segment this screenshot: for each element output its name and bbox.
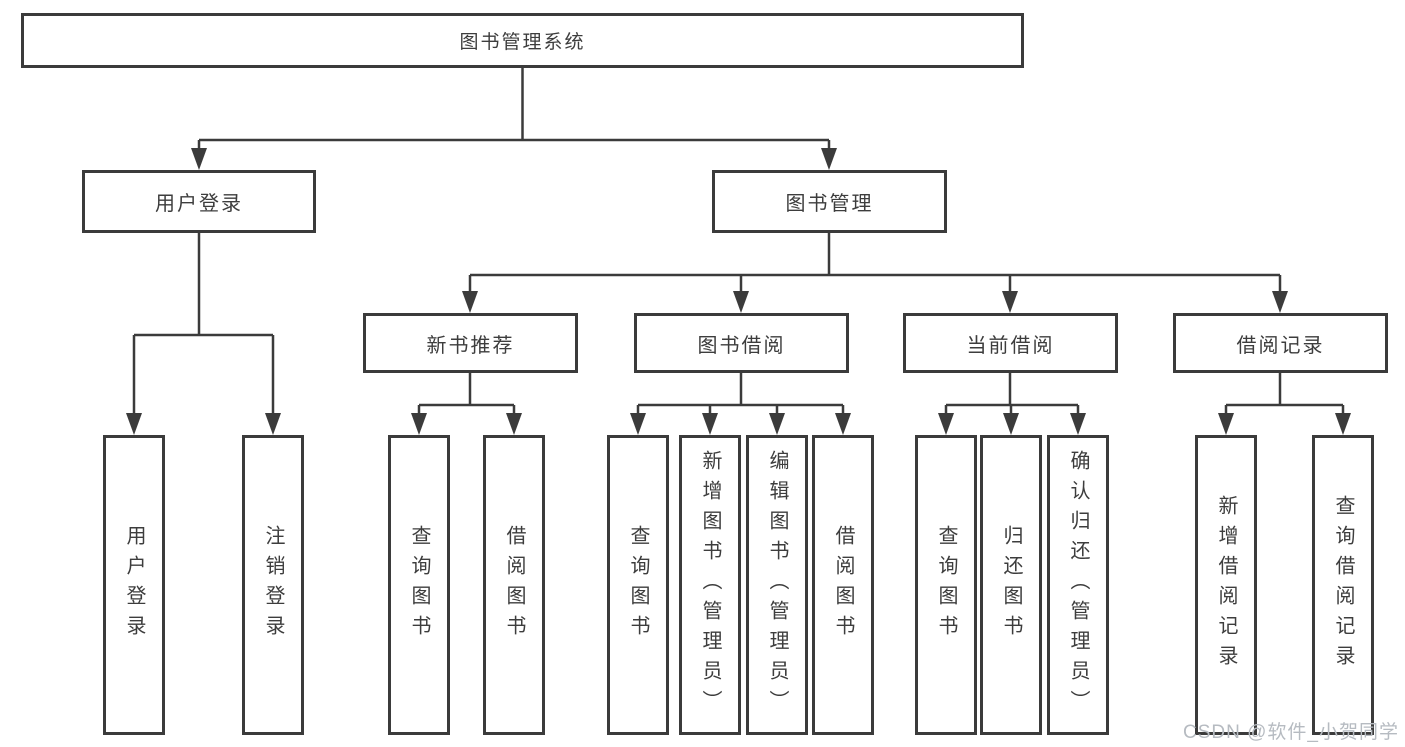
watermark-csdn: CSDN @软件_小贺同学 xyxy=(1183,722,1399,743)
branch-lines xyxy=(132,68,1345,415)
leaf-cb-query-books: 查询图书 xyxy=(915,435,977,735)
arrow-down-icon xyxy=(411,413,427,435)
arrow-down-icon xyxy=(1070,413,1086,435)
arrow-down-icon xyxy=(630,413,646,435)
arrow-down-icon xyxy=(265,413,281,435)
branch-user-login xyxy=(132,233,275,415)
arrow-down-icon xyxy=(938,413,954,435)
leaf-label: 借阅图书 xyxy=(832,525,854,645)
node-current-borrow: 当前借阅 xyxy=(903,313,1118,373)
leaf-bb-query-books: 查询图书 xyxy=(607,435,669,735)
node-label: 图书管理 xyxy=(785,193,874,215)
node-book-borrow: 图书借阅 xyxy=(634,313,849,373)
leaf-label: 编辑图书（管理员） xyxy=(766,450,788,720)
node-label: 图书管理系统 xyxy=(459,32,586,53)
leaf-label: 借阅图书 xyxy=(503,525,525,645)
arrow-down-icon xyxy=(1335,413,1351,435)
branch-borrow-records xyxy=(1224,373,1345,415)
leaf-br-add-record: 新增借阅记录 xyxy=(1195,435,1257,735)
leaf-logout: 注销登录 xyxy=(242,435,304,735)
arrow-down-icon xyxy=(769,413,785,435)
leaf-label: 新增图书（管理员） xyxy=(699,450,721,720)
node-label: 新书推荐 xyxy=(426,334,515,357)
node-label: 当前借阅 xyxy=(966,334,1055,357)
leaf-bb-add-books-admin: 新增图书（管理员） xyxy=(679,435,741,735)
leaf-cb-confirm-return-admin: 确认归还（管理员） xyxy=(1047,435,1109,735)
node-label: 图书借阅 xyxy=(697,334,786,357)
leaf-nb-query-books: 查询图书 xyxy=(388,435,450,735)
leaf-label: 查询图书 xyxy=(627,525,649,645)
branch-book-mgmt xyxy=(468,233,1282,293)
leaf-label: 归还图书 xyxy=(1000,525,1022,645)
branch-book-borrow xyxy=(636,373,845,415)
arrow-down-icon xyxy=(462,291,478,313)
arrow-down-icon xyxy=(733,291,749,313)
arrow-down-icon xyxy=(1218,413,1234,435)
arrow-down-icon xyxy=(835,413,851,435)
arrow-down-icon xyxy=(702,413,718,435)
node-book-management: 图书管理 xyxy=(712,170,947,233)
node-library-system: 图书管理系统 xyxy=(21,13,1024,68)
leaf-label: 确认归还（管理员） xyxy=(1067,450,1089,720)
leaf-label: 查询图书 xyxy=(408,525,430,645)
node-user-login: 用户登录 xyxy=(82,170,316,233)
node-new-book-recommend: 新书推荐 xyxy=(363,313,578,373)
leaf-user-login: 用户登录 xyxy=(103,435,165,735)
leaf-label: 注销登录 xyxy=(262,525,284,645)
arrow-down-icon xyxy=(1272,291,1288,313)
leaf-nb-borrow-books: 借阅图书 xyxy=(483,435,545,735)
arrow-down-icon xyxy=(1003,413,1019,435)
arrowheads xyxy=(126,148,1351,435)
arrow-down-icon xyxy=(126,413,142,435)
arrow-down-icon xyxy=(1002,291,1018,313)
node-borrow-records: 借阅记录 xyxy=(1173,313,1388,373)
branch-root xyxy=(197,68,831,150)
arrow-down-icon xyxy=(821,148,837,170)
leaf-br-query-record: 查询借阅记录 xyxy=(1312,435,1374,735)
branch-new-books xyxy=(417,373,516,415)
arrow-down-icon xyxy=(506,413,522,435)
leaf-cb-return-books: 归还图书 xyxy=(980,435,1042,735)
branch-current-borrow xyxy=(944,373,1080,415)
leaf-bb-borrow-books: 借阅图书 xyxy=(812,435,874,735)
leaf-label: 用户登录 xyxy=(123,525,145,645)
node-label: 借阅记录 xyxy=(1236,334,1325,357)
leaf-bb-edit-books-admin: 编辑图书（管理员） xyxy=(746,435,808,735)
leaf-label: 新增借阅记录 xyxy=(1215,495,1237,675)
leaf-label: 查询图书 xyxy=(935,525,957,645)
leaf-label: 查询借阅记录 xyxy=(1332,495,1354,675)
node-label: 用户登录 xyxy=(155,193,243,215)
arrow-down-icon xyxy=(191,148,207,170)
